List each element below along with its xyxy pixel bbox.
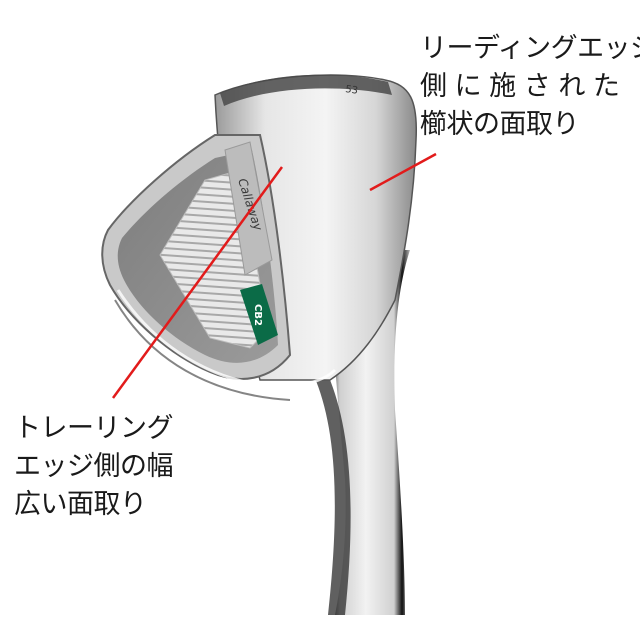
trailing-edge-line-1: トレーリング <box>14 413 174 444</box>
trailing-edge-pointer <box>111 166 284 399</box>
leading-edge-line-1: リーディングエッジ <box>420 33 640 64</box>
leading-edge-pointer <box>369 152 437 192</box>
logo-panel <box>224 141 273 276</box>
leading-edge-annotation: リーディングエッジ 側 に 施 さ れ た 櫛状の面取り <box>420 30 640 144</box>
model-badge-text: CB2 <box>252 304 263 326</box>
loft-marking: 53 <box>345 84 359 97</box>
trailing-edge-annotation: トレーリング エッジ側の幅 広い面取り <box>14 410 174 524</box>
model-badge <box>240 284 278 345</box>
trailing-edge-line-2: エッジ側の幅 <box>14 451 174 482</box>
leading-edge-line-3: 櫛状の面取り <box>420 109 579 140</box>
trailing-edge-line-3: 広い面取り <box>14 489 147 520</box>
leading-edge-line-2: 側 に 施 さ れ た <box>420 71 620 102</box>
